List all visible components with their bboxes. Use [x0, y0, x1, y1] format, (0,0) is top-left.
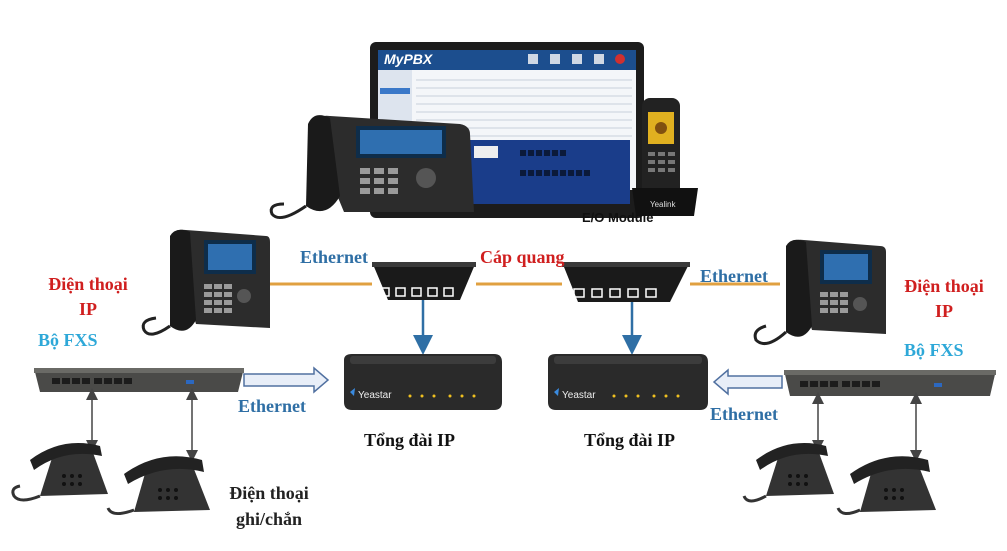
- fxs-left: [34, 368, 244, 392]
- analog-phone-label: Điện thoại ghi/chắn: [229, 483, 309, 529]
- pbx-right-label: Tổng đài IP: [584, 430, 676, 450]
- analog-phone-1: [11, 443, 108, 502]
- pbx-left: Yeastar: [344, 354, 502, 410]
- fxs-right-label: Bộ FXS: [904, 340, 964, 360]
- arrow-fxs-to-pbx-left: [243, 366, 330, 394]
- ip-phone-left-label: Điện thoại IP: [48, 274, 128, 319]
- analog-phone-3: [742, 443, 834, 503]
- top-desk-phone: [269, 115, 474, 220]
- fxs-left-label: Bộ FXS: [38, 330, 98, 350]
- pbx-left-label: Tổng đài IP: [364, 430, 456, 450]
- ethernet-top-right-label: Ethernet: [700, 266, 768, 286]
- eo-module-label: E/O Module: [582, 210, 654, 225]
- analog-phone-2: [106, 456, 210, 515]
- fiber-label: Cáp quang: [480, 247, 565, 267]
- ip-phone-right: [753, 239, 886, 346]
- monitor-brand: MyPBX: [384, 51, 433, 67]
- pbx-right: Yeastar: [548, 354, 708, 410]
- mypbx-rack: [470, 140, 630, 204]
- analog-phone-4: [836, 456, 936, 515]
- handset-brand: Yealink: [650, 200, 676, 209]
- ip-phone-left: [141, 229, 270, 336]
- fxs-right: [784, 370, 996, 396]
- ip-phone-right-label: Điện thoại IP: [904, 276, 984, 321]
- eo-module-right: [562, 262, 690, 302]
- svg-text:Yeastar: Yeastar: [358, 390, 392, 401]
- ethernet-top-left-label: Ethernet: [300, 247, 368, 267]
- ethernet-bottom-left-label: Ethernet: [238, 396, 306, 416]
- ethernet-bottom-right-label: Ethernet: [710, 404, 778, 424]
- arrow-fxs-to-pbx-right: [712, 368, 783, 396]
- svg-text:Yeastar: Yeastar: [562, 390, 596, 401]
- cordless-handset: [632, 98, 698, 216]
- eo-module-left: [372, 262, 476, 300]
